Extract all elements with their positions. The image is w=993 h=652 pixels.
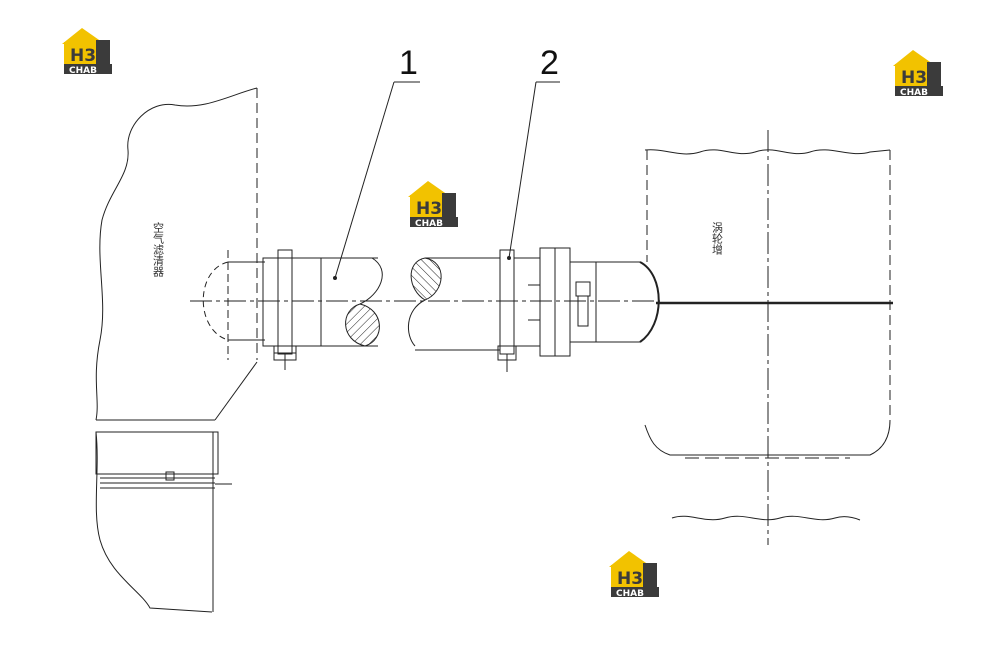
logo-bottom-text: CHAB xyxy=(69,66,97,76)
logo-top-text: H3 xyxy=(70,46,96,66)
logo-top-text: H3 xyxy=(901,68,927,88)
leader-2 xyxy=(508,81,537,259)
leader-1 xyxy=(334,81,395,279)
logo-top-text: H3 xyxy=(617,569,643,589)
flange xyxy=(539,247,640,357)
pipe-section-right xyxy=(407,257,500,351)
leader-1-dot xyxy=(333,276,337,280)
inlet-stub xyxy=(202,250,265,360)
logo-watermark-top-left: H3 CHAB xyxy=(62,28,112,76)
pipe-section-left xyxy=(321,257,383,347)
right-component-label: 涡轮增 xyxy=(711,222,724,256)
logo-watermark-top-right: H3 CHAB xyxy=(893,50,943,98)
logo-bottom-text: CHAB xyxy=(616,589,644,599)
right-housing xyxy=(639,130,893,545)
callout-1: 1 xyxy=(399,44,418,82)
logo-top-text: H3 xyxy=(416,199,442,219)
left-housing xyxy=(95,87,258,613)
callout-2: 2 xyxy=(540,44,559,82)
leader-2-dot xyxy=(507,256,511,260)
logo-watermark-bottom: H3 CHAB xyxy=(609,551,659,599)
logo-bottom-text: CHAB xyxy=(900,88,928,98)
left-component-label: 空气滤清器 xyxy=(152,221,165,278)
clamp-2 xyxy=(497,249,540,372)
logo-watermark-center: H3 CHAB xyxy=(408,181,458,229)
clamp-1 xyxy=(262,249,322,370)
logo-bottom-text: CHAB xyxy=(415,219,443,229)
